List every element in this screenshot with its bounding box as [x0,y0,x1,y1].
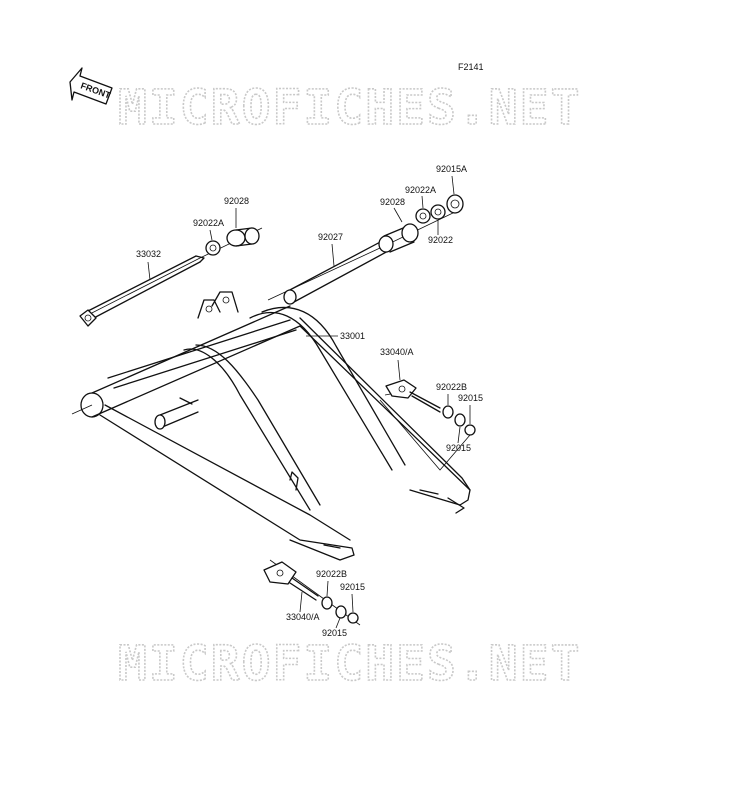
pivot-bolt-33032 [79,255,205,327]
washer-92022B-lower [321,596,333,610]
sleeve-92027 [283,239,391,305]
callout-92015A: 92015A [436,164,467,174]
seal-92022-right [430,204,446,220]
callout-92015-lower-bottom: 92015 [322,628,347,638]
collar-92028-left [226,227,260,247]
oil-seal-92022A-right [415,208,431,224]
collar-92028-right [378,223,419,253]
figure-code: F2141 [458,62,484,72]
callout-92022-right: 92022 [428,235,453,245]
callout-92028-left: 92028 [224,196,249,206]
locknut-92015-upper [464,424,476,436]
callout-92015-upper-bottom: 92015 [446,443,471,453]
callout-92028-right: 92028 [380,197,405,207]
cap-92015A [446,194,464,214]
callouts: 92015A 92022A 92028 92022 92028 92022A 9… [136,164,483,638]
callout-33040A-lower: 33040/A [286,612,320,622]
callout-33032: 33032 [136,249,161,259]
callout-92022B-upper: 92022B [436,382,467,392]
swingarm-33001 [80,291,471,561]
watermark-top: MICROFICHES.NET [118,80,581,136]
callout-92015-upper-right: 92015 [458,393,483,403]
nut-92015-upper [454,413,466,427]
front-arrow-icon: FRONT [69,67,113,105]
chain-adjuster-33040A-upper [385,379,441,413]
callout-33040A-upper: 33040/A [380,347,414,357]
locknut-92015-lower [347,612,359,624]
oil-seal-92022A-left [205,240,221,256]
washer-92022B-upper [442,405,454,419]
callout-92022B-lower: 92022B [316,569,347,579]
leader-lines [71,211,471,626]
watermark-bottom: MICROFICHES.NET [118,636,581,692]
callout-92022A-left: 92022A [193,218,224,228]
chain-adjuster-33040A-lower [263,561,319,601]
callout-33001: 33001 [340,331,365,341]
nut-92015-lower [335,605,347,619]
callout-92022A-right: 92022A [405,185,436,195]
callout-92027: 92027 [318,232,343,242]
callout-92015-lower-right: 92015 [340,582,365,592]
